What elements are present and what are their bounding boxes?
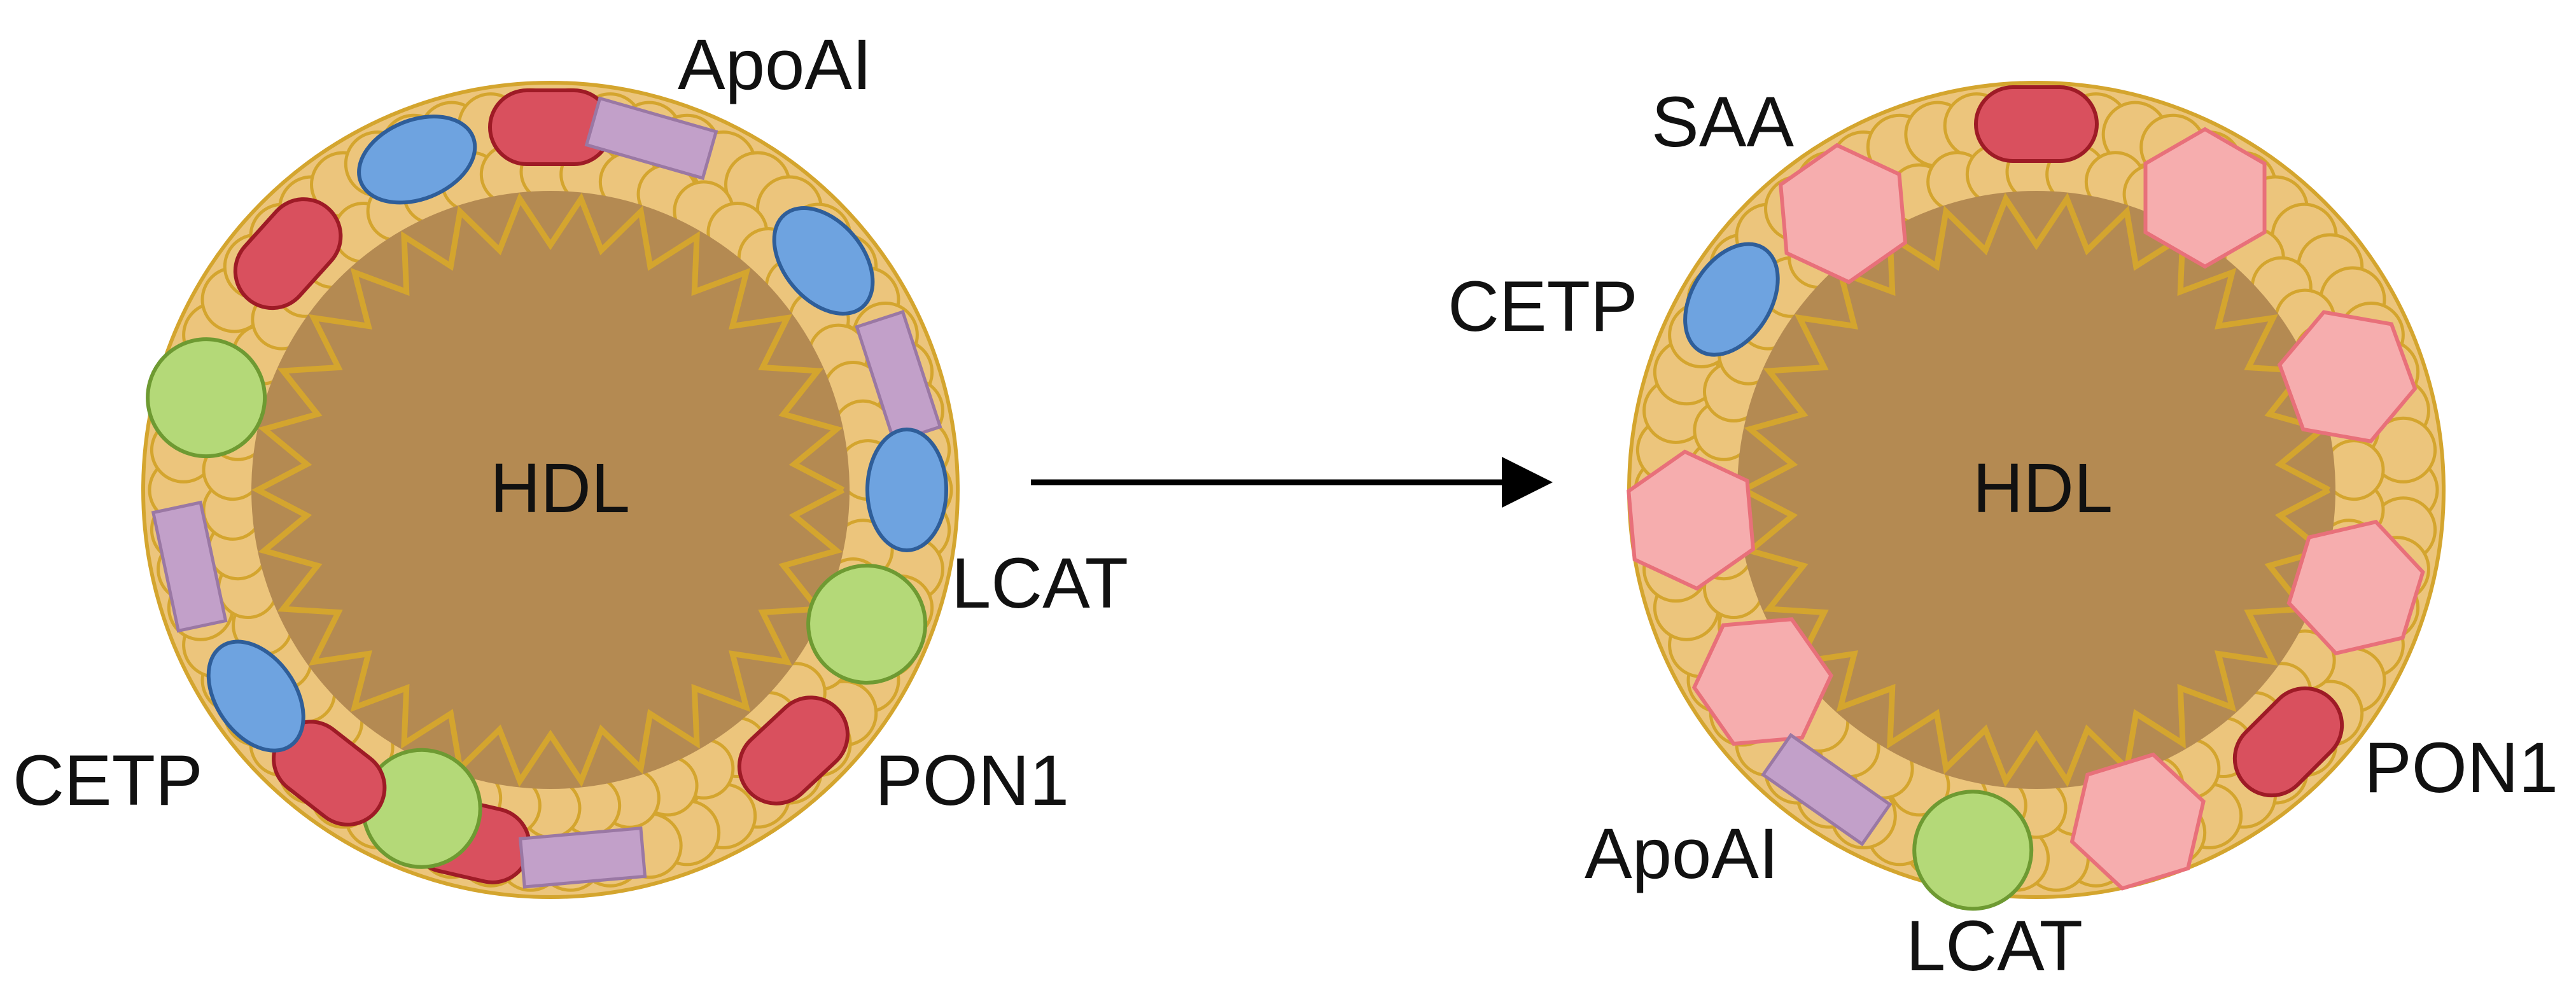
left-cetp-icon <box>357 115 477 205</box>
left-cetp-icon <box>772 206 875 316</box>
right-saa-icon <box>2286 519 2425 656</box>
left-apoai-icon <box>584 96 718 181</box>
left-label-lcat: LCAT <box>951 543 1128 623</box>
left-cetp-icon <box>206 639 305 753</box>
left-lcat-icon <box>146 337 267 459</box>
right-apoai-icon <box>1761 732 1893 847</box>
left-hdl-particle: HDL <box>141 81 960 899</box>
left-pon1-icon <box>233 197 343 310</box>
right-saa-icon <box>1627 449 1756 591</box>
left-apoai-icon <box>518 826 647 889</box>
left-label-pon1: PON1 <box>875 741 1069 820</box>
right-label-apoai: ApoAI <box>1585 814 1779 893</box>
right-hdl-particle: HDL <box>1627 81 2446 911</box>
left-apoai-icon <box>151 500 228 633</box>
left-hdl-core <box>251 191 850 789</box>
right-proteins <box>1627 85 2425 911</box>
right-pon1-icon <box>1974 85 2099 163</box>
right-label-cetp: CETP <box>1448 267 1638 346</box>
right-label-saa: SAA <box>1651 82 1794 162</box>
right-saa-icon <box>1778 143 1908 284</box>
left-tail-zigzag <box>251 192 845 788</box>
right-lcat-icon <box>1912 790 2034 911</box>
right-saa-icon <box>2143 127 2267 269</box>
right-pon1-icon <box>2232 686 2344 798</box>
right-hdl-core <box>1737 191 2335 789</box>
left-hdl-label: HDL <box>490 449 630 527</box>
right-hdl-label: HDL <box>1973 449 2113 527</box>
right-label-pon1: PON1 <box>2364 728 2558 807</box>
left-label-cetp: CETP <box>13 741 203 820</box>
right-saa-icon <box>2277 310 2418 443</box>
left-lipid-tails <box>251 192 845 788</box>
left-proteins <box>146 88 948 889</box>
right-arrow-icon <box>1031 457 1553 508</box>
right-cetp-icon <box>1683 242 1780 357</box>
right-saa-icon <box>2069 752 2206 891</box>
left-cetp-icon <box>865 428 948 552</box>
left-lcat-icon <box>806 564 928 685</box>
right-saa-icon <box>1691 617 1833 746</box>
right-label-lcat: LCAT <box>1906 906 2083 986</box>
left-label-apoai: ApoAI <box>678 25 872 104</box>
left-pon1-icon <box>737 695 850 805</box>
